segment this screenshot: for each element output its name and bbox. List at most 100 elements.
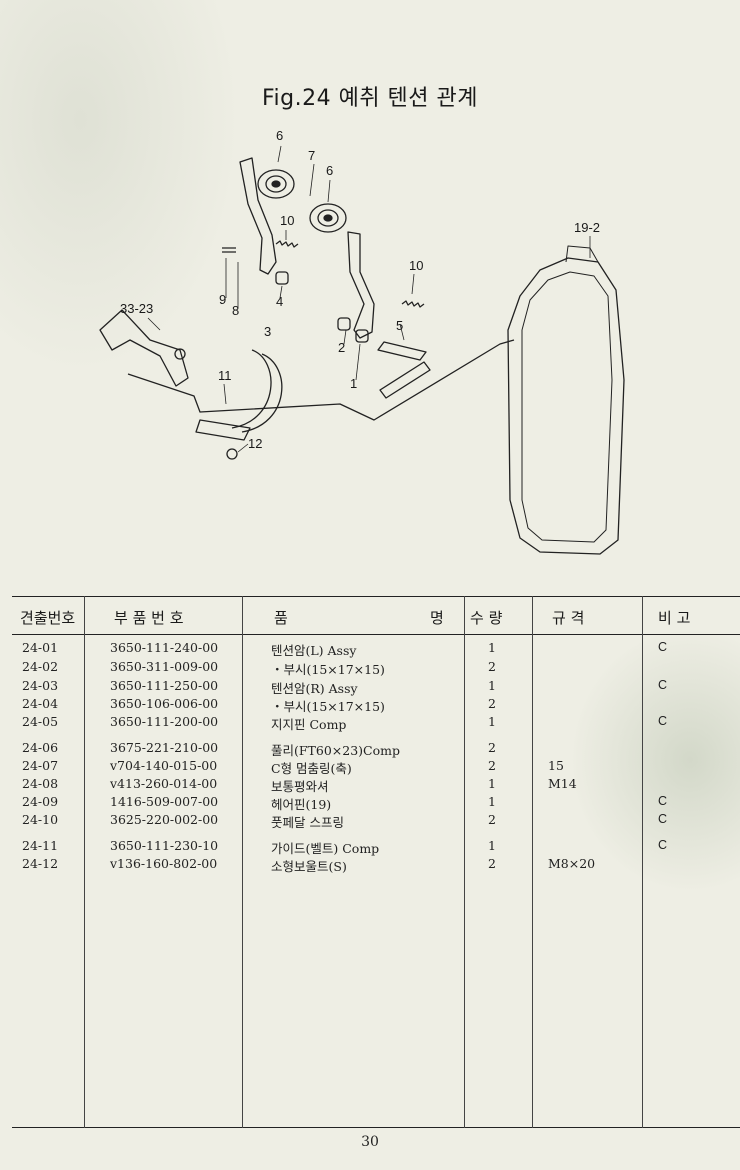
bolt	[226, 448, 238, 460]
cell-remark: C	[658, 838, 668, 852]
cell-no: 24-10	[22, 812, 59, 827]
cell-qty: 2	[488, 659, 496, 674]
hairpin	[222, 247, 236, 253]
cell-qty: 2	[488, 758, 496, 773]
cell-remark: C	[658, 812, 668, 826]
cell-no: 24-07	[22, 758, 59, 773]
cell-name: 보통평와셔	[271, 779, 329, 794]
col-divider	[242, 596, 243, 1128]
callout-8: 8	[232, 303, 239, 318]
cell-no: 24-09	[22, 794, 59, 809]
cell-remark: C	[658, 794, 668, 808]
cell-qty: 1	[488, 714, 496, 729]
cell-no: 24-12	[22, 856, 59, 871]
callout-10b: 10	[409, 258, 423, 273]
callout-6b: 6	[326, 163, 333, 178]
callout-33-23: 33-23	[120, 301, 153, 316]
header-part-number: 부 품 번 호	[114, 609, 184, 627]
callout-3: 3	[264, 324, 271, 339]
cell-name: ・부시(15×17×15)	[271, 699, 385, 714]
cell-part: 3650-111-250-00	[110, 678, 219, 693]
spring-upper	[275, 240, 299, 248]
header-name: 품	[274, 609, 288, 627]
cell-part: 1416-509-007-00	[110, 794, 219, 809]
cell-qty: 1	[488, 794, 496, 809]
col-divider	[464, 596, 465, 1128]
cell-name: 풋페달 스프링	[271, 815, 344, 830]
cover-19-2	[507, 257, 625, 555]
header-qty: 수 량	[470, 609, 503, 627]
cell-no: 24-02	[22, 659, 59, 674]
cell-name: 텐션암(R) Assy	[271, 681, 358, 696]
cell-part: 3650-106-006-00	[110, 696, 219, 711]
cell-qty: 1	[488, 776, 496, 791]
cell-qty: 2	[488, 856, 496, 871]
parts-table: 견출번호 부 품 번 호 품 명 수 량 규 격 비 고 24-01 3650-…	[12, 596, 740, 1128]
col-divider	[532, 596, 533, 1128]
cell-name: 텐션암(L) Assy	[271, 643, 357, 658]
col-divider	[642, 596, 643, 1128]
table-bottom-rule	[12, 1127, 740, 1128]
callout-1: 1	[350, 376, 357, 391]
cell-part: 3650-111-200-00	[110, 714, 219, 729]
cell-remark: C	[658, 714, 668, 728]
page-number: 30	[361, 1134, 379, 1150]
header-remark: 비 고	[658, 609, 691, 627]
cell-name: 헤어핀(19)	[271, 797, 332, 812]
cell-spec: M8×20	[548, 856, 596, 871]
cell-part: v136-160-802-00	[110, 856, 218, 871]
cell-part: 3675-221-210-00	[110, 740, 219, 755]
cell-no: 24-01	[22, 640, 59, 655]
cell-part: 3650-111-230-10	[110, 838, 219, 853]
header-no: 견출번호	[20, 609, 76, 627]
cell-qty: 2	[488, 696, 496, 711]
cell-part: v413-260-014-00	[110, 776, 218, 791]
cell-spec: 15	[548, 758, 564, 773]
callout-5: 5	[396, 318, 403, 333]
cell-part: 3650-111-240-00	[110, 640, 219, 655]
cell-qty: 2	[488, 812, 496, 827]
figure-title: Fig.24 예취 텐션 관계	[261, 86, 479, 111]
cell-spec: M14	[548, 776, 577, 791]
cell-qty: 1	[488, 640, 496, 655]
cell-name: 지지핀 Comp	[271, 717, 347, 732]
table-top-rule	[12, 596, 740, 597]
callout-6a: 6	[276, 128, 283, 143]
cell-name: 소형보울트(S)	[271, 859, 347, 874]
callout-4: 4	[276, 294, 283, 309]
header-spec: 규 격	[552, 609, 585, 627]
callout-19-2: 19-2	[574, 220, 600, 235]
cell-part: 3625-220-002-00	[110, 812, 219, 827]
col-divider	[84, 596, 85, 1128]
callout-7: 7	[308, 148, 315, 163]
cell-name: 가이드(벨트) Comp	[271, 841, 380, 856]
cell-part: v704-140-015-00	[110, 758, 218, 773]
cell-no: 24-11	[22, 838, 59, 853]
cell-no: 24-04	[22, 696, 59, 711]
foot-pedal	[99, 309, 189, 387]
exploded-parts-diagram: 6 7 6 10 10 9 8 4 3 5 2 1 33-23 11 12 19…	[99, 128, 625, 555]
cell-remark: C	[658, 640, 668, 654]
tension-arm-left	[239, 157, 277, 275]
spring-lower	[401, 300, 425, 308]
cell-part: 3650-311-009-00	[110, 659, 219, 674]
tension-arm-right	[347, 231, 375, 339]
cell-no: 24-06	[22, 740, 59, 755]
cell-qty: 2	[488, 740, 496, 755]
cell-no: 24-05	[22, 714, 59, 729]
callout-9: 9	[219, 292, 226, 307]
cell-no: 24-03	[22, 678, 59, 693]
table-header-rule	[12, 634, 740, 635]
pulley-left	[257, 169, 295, 199]
callout-12: 12	[248, 436, 262, 451]
callout-11: 11	[218, 368, 232, 383]
cell-no: 24-08	[22, 776, 59, 791]
cell-qty: 1	[488, 838, 496, 853]
header-name-tail: 명	[430, 609, 444, 627]
cell-name: C형 멈춤링(축)	[271, 761, 352, 776]
cell-remark: C	[658, 678, 668, 692]
callout-10a: 10	[280, 213, 294, 228]
cell-name: 풀리(FT60×23)Comp	[271, 743, 400, 758]
callout-2: 2	[338, 340, 345, 355]
